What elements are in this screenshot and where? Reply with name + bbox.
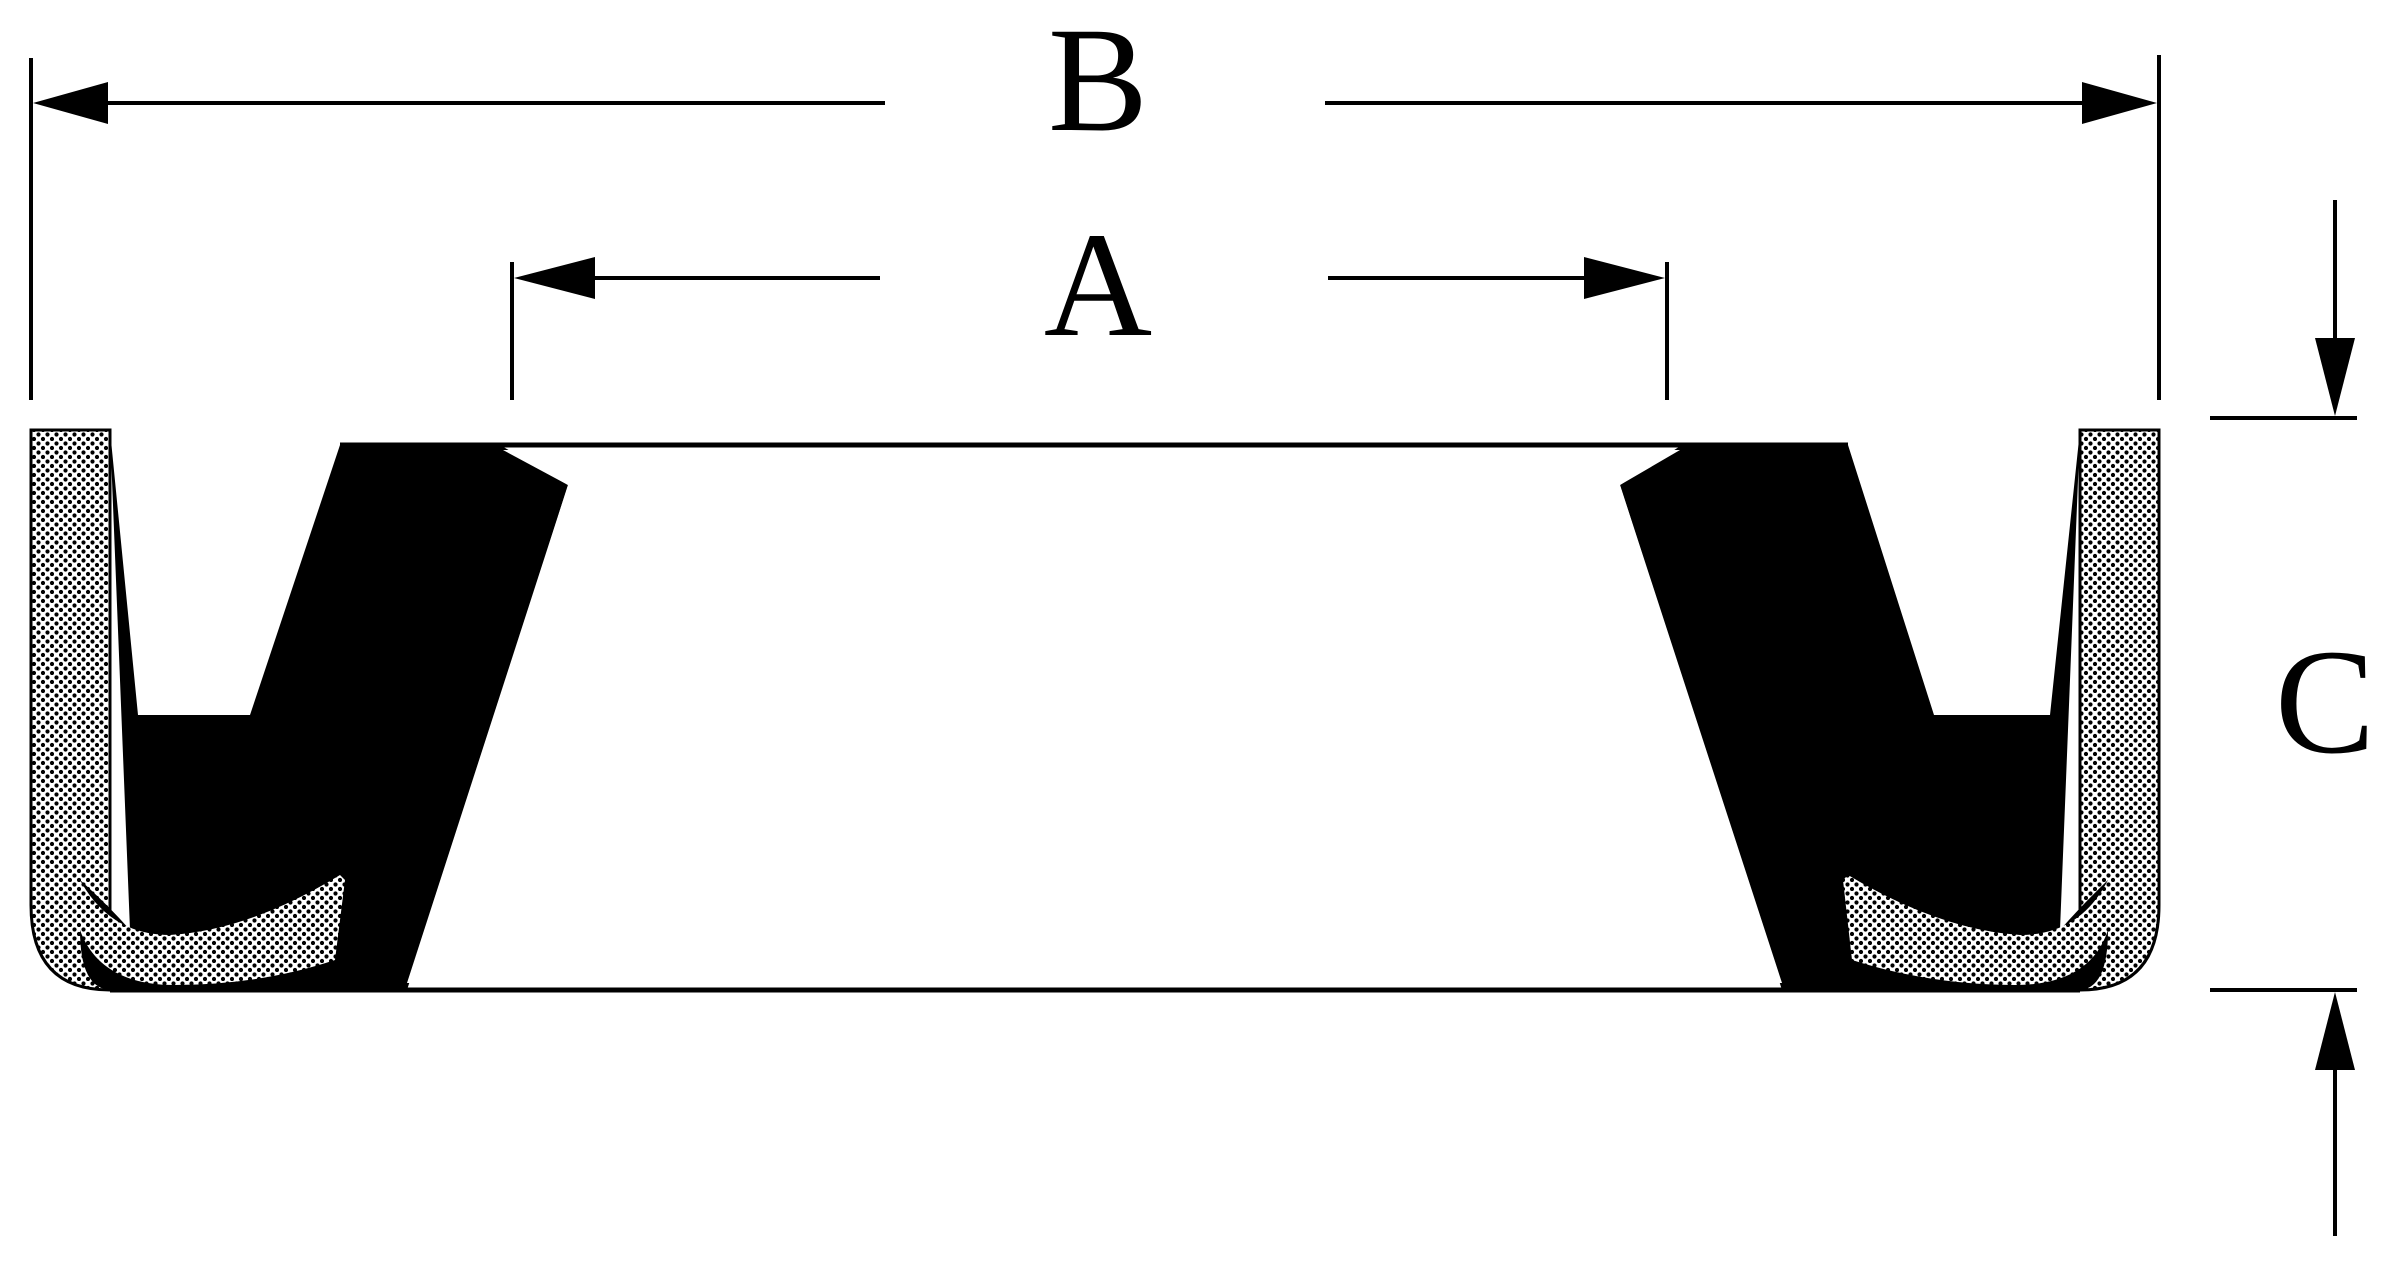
arrowhead-b-right [2082, 82, 2157, 124]
seal-bore-opening [407, 485, 1782, 983]
dimension-b: B [29, 0, 2161, 400]
reinforcement-insert-left [80, 875, 345, 985]
lip-chamfer-left [503, 450, 575, 485]
lip-chamfer-right [1613, 450, 1680, 485]
dimension-a: A [510, 202, 1669, 400]
dimension-label-a: A [1044, 202, 1152, 368]
dimension-label-c: C [2275, 619, 2375, 785]
arrowhead-a-right [1584, 257, 1665, 299]
dimension-label-b: B [1048, 0, 1148, 163]
arrowhead-b-left [33, 82, 108, 124]
arrowhead-c-top [2315, 338, 2355, 416]
rubber-body-right [1620, 430, 2108, 990]
rubber-body-left [80, 430, 568, 990]
reinforcement-insert-right [1843, 875, 2108, 985]
dimension-c: C [2210, 200, 2375, 1236]
arrowhead-c-bottom [2315, 992, 2355, 1070]
metal-case-right [2078, 428, 2161, 992]
arrowhead-a-left [514, 257, 595, 299]
seal-cross-section [29, 428, 2161, 993]
